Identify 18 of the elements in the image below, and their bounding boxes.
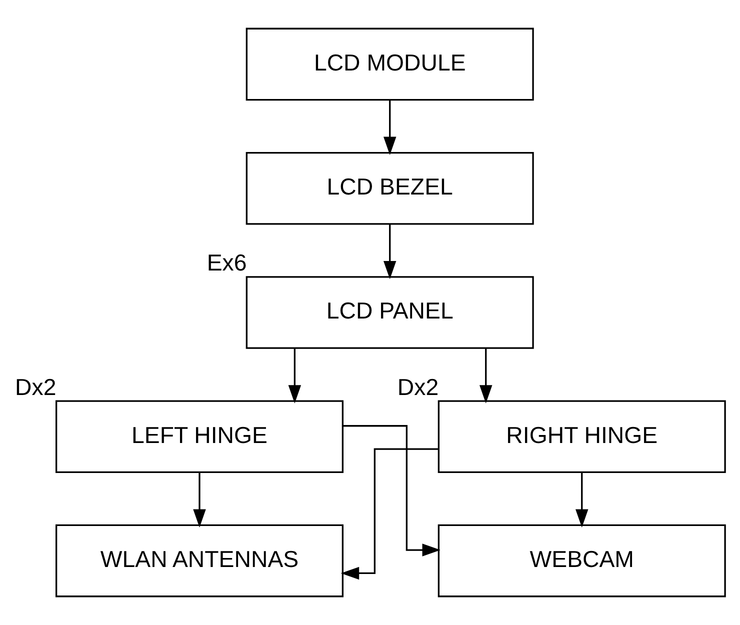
arrow bbox=[576, 472, 588, 528]
node-box: LCD PANEL bbox=[246, 276, 534, 349]
arrow bbox=[479, 348, 492, 404]
node-box: WEBCAM bbox=[438, 524, 726, 598]
arrow bbox=[288, 348, 302, 404]
node-box: WLAN ANTENNAS bbox=[56, 524, 344, 598]
arrow bbox=[340, 448, 439, 580]
node-box: LCD BEZEL bbox=[246, 152, 534, 225]
arrow bbox=[193, 472, 206, 528]
node-box: LEFT HINGE bbox=[56, 400, 344, 474]
node-label: Dx2 bbox=[15, 374, 56, 400]
node-label: Dx2 bbox=[397, 374, 439, 400]
arrow bbox=[383, 100, 396, 156]
node-box: LCD MODULE bbox=[246, 28, 534, 101]
node-box: RIGHT HINGE bbox=[438, 400, 726, 474]
arrow bbox=[342, 425, 441, 556]
node-label: Ex6 bbox=[206, 250, 247, 276]
arrow bbox=[383, 224, 396, 280]
